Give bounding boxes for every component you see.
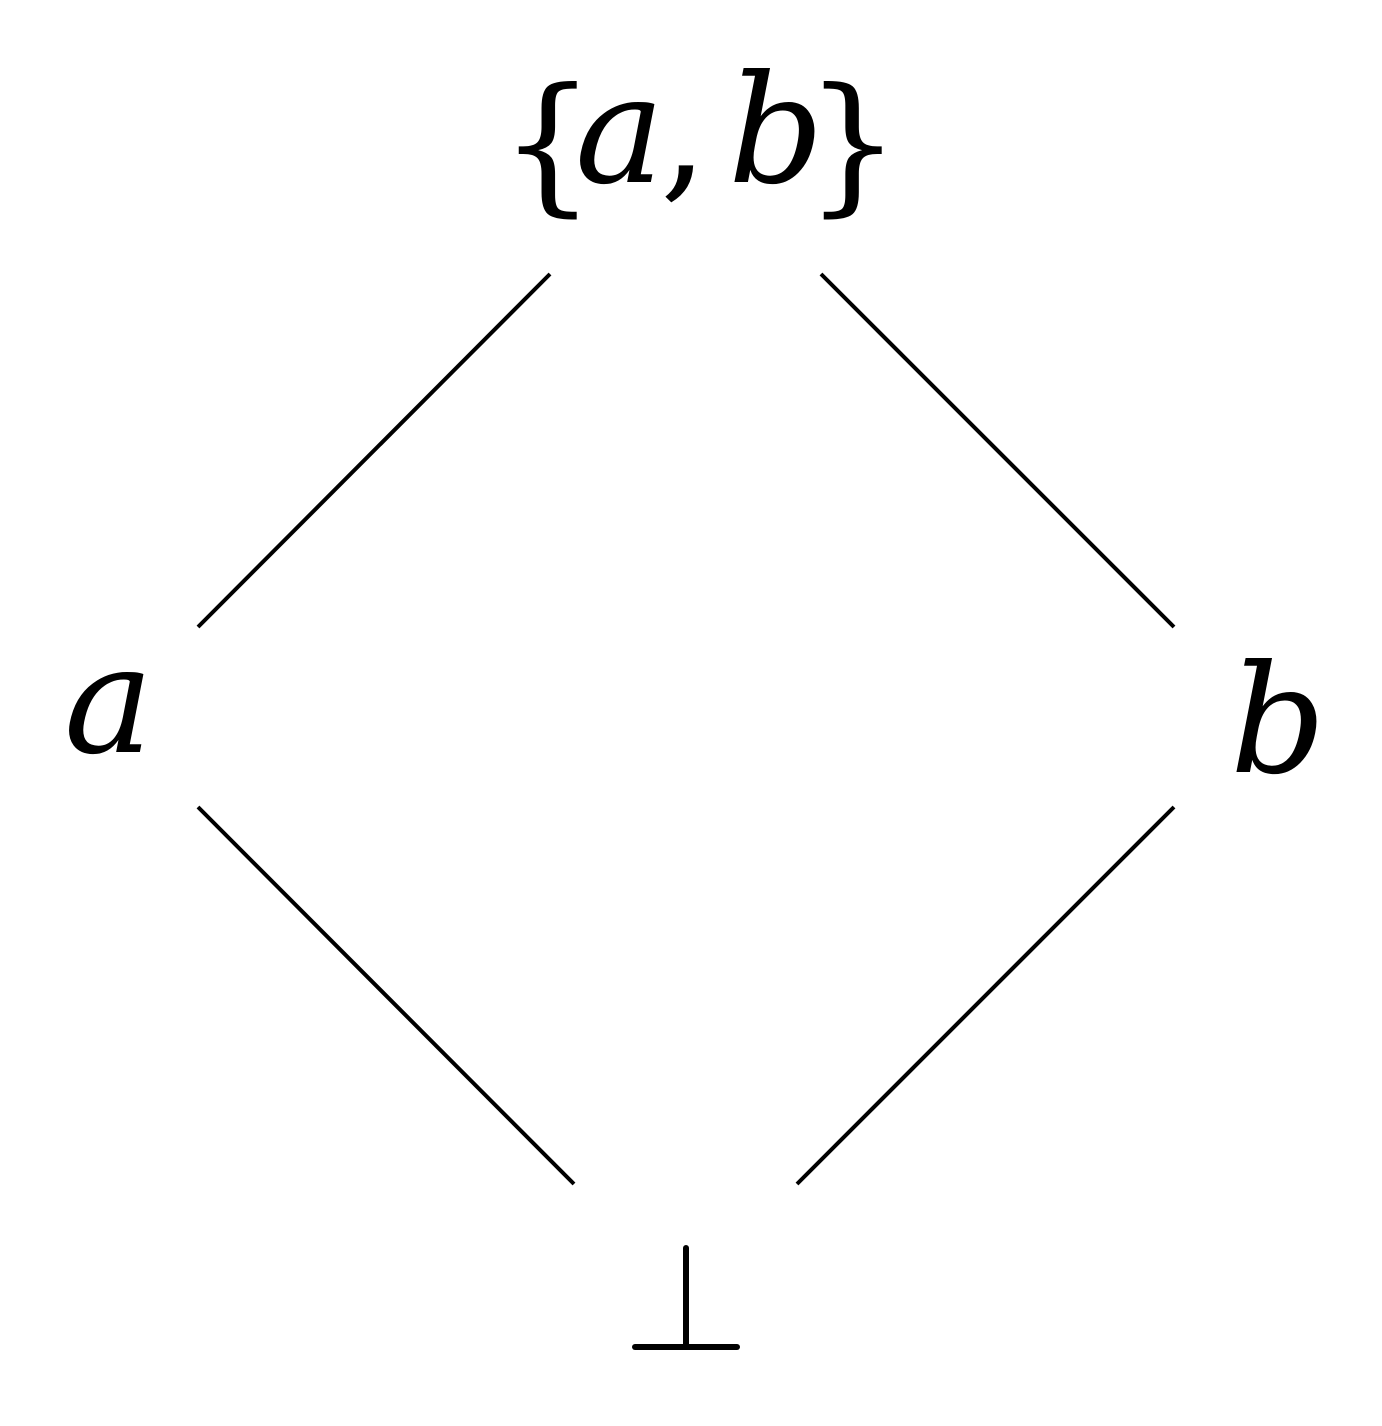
node-top-close-brace: } [805, 57, 900, 231]
node-top-b: b [728, 44, 824, 218]
edge-left-bottom [196, 805, 576, 1186]
node-left: a [64, 614, 153, 788]
edge-top-left [196, 272, 552, 629]
node-bottom-bot-icon [632, 1245, 740, 1350]
node-right: b [1230, 634, 1326, 808]
node-top-comma: , [660, 44, 708, 218]
node-top-open-brace: { [500, 57, 595, 231]
edge-right-bottom [795, 805, 1176, 1186]
node-top: { a , b } [500, 44, 900, 231]
node-top-a: a [575, 44, 664, 218]
edge-top-right [819, 272, 1176, 629]
